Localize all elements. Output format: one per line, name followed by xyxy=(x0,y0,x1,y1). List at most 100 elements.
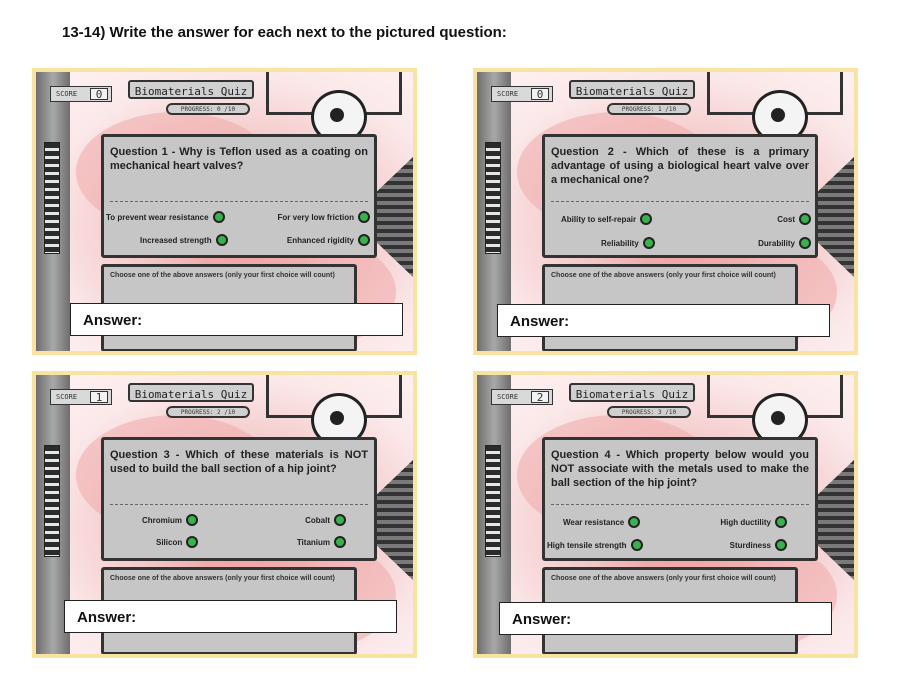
question-text: Question 1 - Why is Teflon used as a coa… xyxy=(110,146,368,172)
progress-indicator: PROGRESS: 3 /10 xyxy=(607,406,691,418)
score-display: SCORE 0 xyxy=(50,86,112,102)
score-value: 2 xyxy=(531,391,549,404)
divider xyxy=(110,201,368,202)
instruction-text: Choose one of the above answers (only yo… xyxy=(110,272,335,279)
option-label: To prevent wear resistance xyxy=(106,212,209,222)
radio-button-icon[interactable] xyxy=(640,213,653,225)
question-card: Question 2 - Which of these is a primary… xyxy=(542,134,818,258)
quiz-panel-3: SCORE 1 Biomaterials Quiz PROGRESS: 2 /1… xyxy=(32,371,417,658)
answer-option[interactable]: Cost xyxy=(777,213,811,225)
option-label: Titanium xyxy=(296,537,330,547)
radio-button-icon[interactable] xyxy=(775,539,787,551)
option-label: For very low friction xyxy=(277,212,354,222)
score-value: 1 xyxy=(90,391,108,404)
score-display: SCORE 0 xyxy=(491,86,553,102)
chain-icon xyxy=(44,445,60,557)
score-value: 0 xyxy=(90,88,108,101)
score-label: SCORE xyxy=(56,90,78,98)
radio-button-icon[interactable] xyxy=(186,536,199,548)
answer-option[interactable]: To prevent wear resistance xyxy=(106,211,225,223)
answer-field[interactable]: Answer: xyxy=(497,304,830,337)
answer-option[interactable]: Durability xyxy=(758,237,811,249)
score-display: SCORE 1 xyxy=(50,389,112,405)
radio-button-icon[interactable] xyxy=(630,539,643,551)
progress-indicator: PROGRESS: 1 /10 xyxy=(607,103,691,115)
option-label: Cost xyxy=(777,214,795,224)
radio-button-icon[interactable] xyxy=(358,234,370,246)
option-label: Ability to self-repair xyxy=(561,214,637,224)
instruction-text: Choose one of the above answers (only yo… xyxy=(551,272,776,279)
radio-button-icon[interactable] xyxy=(186,514,198,526)
option-label: Silicon xyxy=(156,537,183,547)
option-label: High tensile strength xyxy=(547,540,627,550)
question-text: Question 4 - Which property below would … xyxy=(551,449,809,489)
progress-indicator: PROGRESS: 2 /10 xyxy=(166,406,250,418)
quiz-scene: SCORE 0 Biomaterials Quiz PROGRESS: 0 /1… xyxy=(36,72,413,351)
score-label: SCORE xyxy=(497,90,519,98)
radio-button-icon[interactable] xyxy=(212,211,225,223)
chain-icon xyxy=(485,445,501,557)
quiz-title: Biomaterials Quiz xyxy=(569,80,695,99)
answer-option[interactable]: Wear resistance xyxy=(563,516,641,528)
score-value: 0 xyxy=(531,88,549,101)
quiz-title: Biomaterials Quiz xyxy=(128,383,254,402)
divider xyxy=(551,201,809,202)
quiz-panel-1: SCORE 0 Biomaterials Quiz PROGRESS: 0 /1… xyxy=(32,68,417,355)
radio-button-icon[interactable] xyxy=(334,536,346,548)
instruction-text: Choose one of the above answers (only yo… xyxy=(551,575,776,582)
radio-button-icon[interactable] xyxy=(358,211,370,223)
answer-label: Answer: xyxy=(83,312,143,329)
answer-option[interactable]: Increased strength xyxy=(140,234,228,246)
answer-option[interactable]: High tensile strength xyxy=(547,539,643,551)
progress-indicator: PROGRESS: 0 /10 xyxy=(166,103,250,115)
instruction-text: Choose one of the above answers (only yo… xyxy=(110,575,335,582)
answer-field[interactable]: Answer: xyxy=(499,602,832,635)
answer-option[interactable]: High ductility xyxy=(720,516,787,528)
radio-button-icon[interactable] xyxy=(628,516,641,528)
option-label: Durability xyxy=(758,238,795,248)
chain-icon xyxy=(485,142,501,254)
option-label: Enhanced rigidity xyxy=(286,235,354,245)
score-label: SCORE xyxy=(56,393,78,401)
answer-label: Answer: xyxy=(510,313,570,330)
quiz-panel-4: SCORE 2 Biomaterials Quiz PROGRESS: 3 /1… xyxy=(473,371,858,658)
answer-label: Answer: xyxy=(77,609,137,626)
answer-option[interactable]: Sturdiness xyxy=(730,539,787,551)
radio-button-icon[interactable] xyxy=(215,234,228,246)
answer-option[interactable]: Titanium xyxy=(297,536,346,548)
option-label: Reliability xyxy=(601,238,639,248)
answer-option[interactable]: Enhanced rigidity xyxy=(287,234,370,246)
option-label: Cobalt xyxy=(305,515,330,525)
score-display: SCORE 2 xyxy=(491,389,553,405)
option-label: Increased strength xyxy=(140,235,212,245)
divider xyxy=(110,504,368,505)
option-label: Chromium xyxy=(142,515,182,525)
quiz-title: Biomaterials Quiz xyxy=(569,383,695,402)
radio-button-icon[interactable] xyxy=(775,516,787,528)
answer-option[interactable]: Cobalt xyxy=(305,514,346,526)
answer-option[interactable]: Silicon xyxy=(156,536,199,548)
radio-button-icon[interactable] xyxy=(334,514,346,526)
chain-icon xyxy=(44,142,60,254)
option-label: High ductility xyxy=(720,517,771,527)
radio-button-icon[interactable] xyxy=(642,237,655,249)
answer-option[interactable]: For very low friction xyxy=(278,211,370,223)
quiz-panel-2: SCORE 0 Biomaterials Quiz PROGRESS: 1 /1… xyxy=(473,68,858,355)
question-card: Question 3 - Which of these materials is… xyxy=(101,437,377,561)
answer-label: Answer: xyxy=(512,611,572,628)
answer-option[interactable]: Ability to self-repair xyxy=(561,213,653,225)
answer-field[interactable]: Answer: xyxy=(64,600,397,633)
question-text: Question 3 - Which of these materials is… xyxy=(110,449,368,475)
answer-option[interactable]: Chromium xyxy=(142,514,198,526)
radio-button-icon[interactable] xyxy=(799,237,811,249)
answer-field[interactable]: Answer: xyxy=(70,303,403,336)
answer-option[interactable]: Reliability xyxy=(601,237,655,249)
radio-button-icon[interactable] xyxy=(799,213,811,225)
score-label: SCORE xyxy=(497,393,519,401)
quiz-title: Biomaterials Quiz xyxy=(128,80,254,99)
divider xyxy=(551,504,809,505)
option-label: Wear resistance xyxy=(563,517,625,527)
question-card: Question 1 - Why is Teflon used as a coa… xyxy=(101,134,377,258)
page-heading: 13-14) Write the answer for each next to… xyxy=(62,24,507,41)
question-card: Question 4 - Which property below would … xyxy=(542,437,818,561)
